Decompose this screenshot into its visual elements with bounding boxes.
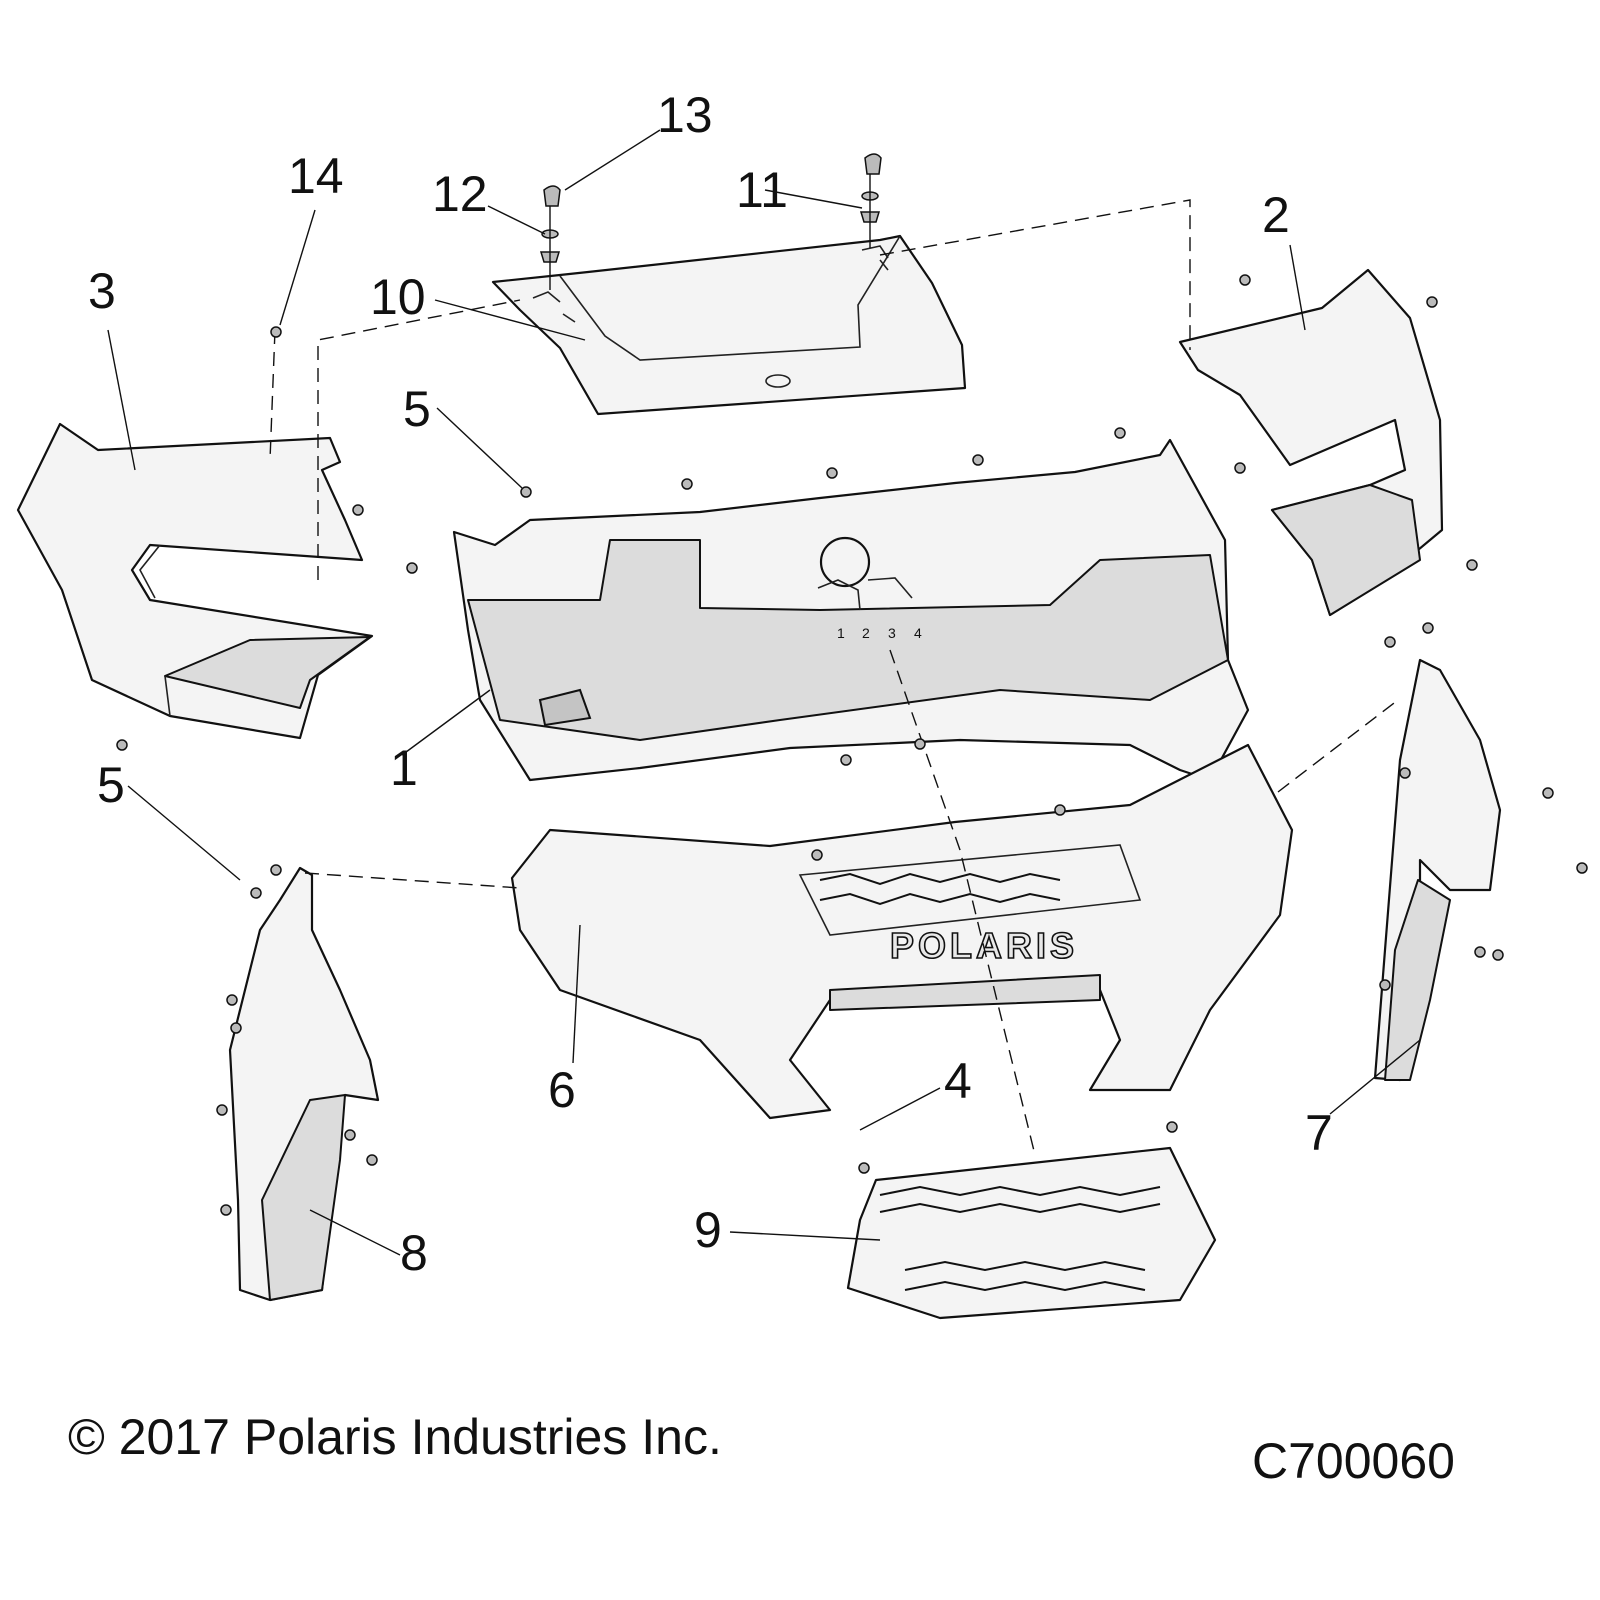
callout-8: 8 [400, 1225, 428, 1281]
callout-11: 11 [736, 162, 788, 218]
callout-2: 2 [1262, 187, 1290, 243]
callout-14: 14 [288, 148, 344, 204]
part-2-right-side-panel [1178, 268, 1444, 617]
callout-6: 6 [548, 1062, 576, 1118]
connector-number-2: 2 [862, 625, 870, 641]
callout-9: 9 [694, 1202, 722, 1258]
callout-1: 1 [390, 740, 418, 796]
callout-3: 3 [88, 263, 116, 319]
callout-5-upper: 5 [403, 381, 431, 437]
hood-fasteners [539, 153, 882, 290]
callout-5-lower: 5 [97, 757, 125, 813]
callout-10: 10 [370, 269, 426, 325]
part-1-main-bulkhead: 1 2 3 4 [452, 438, 1250, 782]
copyright-notice: © 2017 Polaris Industries Inc. [68, 1409, 722, 1465]
leader-lines [107, 129, 1421, 1256]
part-8-left-fender [228, 866, 380, 1302]
part-7-right-fender [1373, 658, 1502, 1082]
part-9-lower-grille [846, 1146, 1217, 1320]
part-6-front-bumper: POLARIS [510, 743, 1294, 1120]
callout-12: 12 [432, 166, 488, 222]
figure-id: C700060 [1252, 1433, 1455, 1489]
push-pin-fasteners [116, 274, 1588, 1216]
part-10-hood [491, 234, 967, 416]
callout-13: 13 [657, 87, 713, 143]
connector-number-1: 1 [837, 625, 845, 641]
connector-number-3: 3 [888, 625, 896, 641]
callout-7: 7 [1305, 1105, 1333, 1161]
polaris-logo-text: POLARIS [890, 925, 1078, 966]
connector-number-4: 4 [914, 625, 922, 641]
part-3-left-side-panel [16, 422, 374, 740]
assembly-lines [269, 199, 1399, 1156]
callout-4: 4 [944, 1053, 972, 1109]
callout-labels: 1 2 3 4 5 5 6 7 8 9 10 11 12 13 14 [88, 87, 1333, 1281]
